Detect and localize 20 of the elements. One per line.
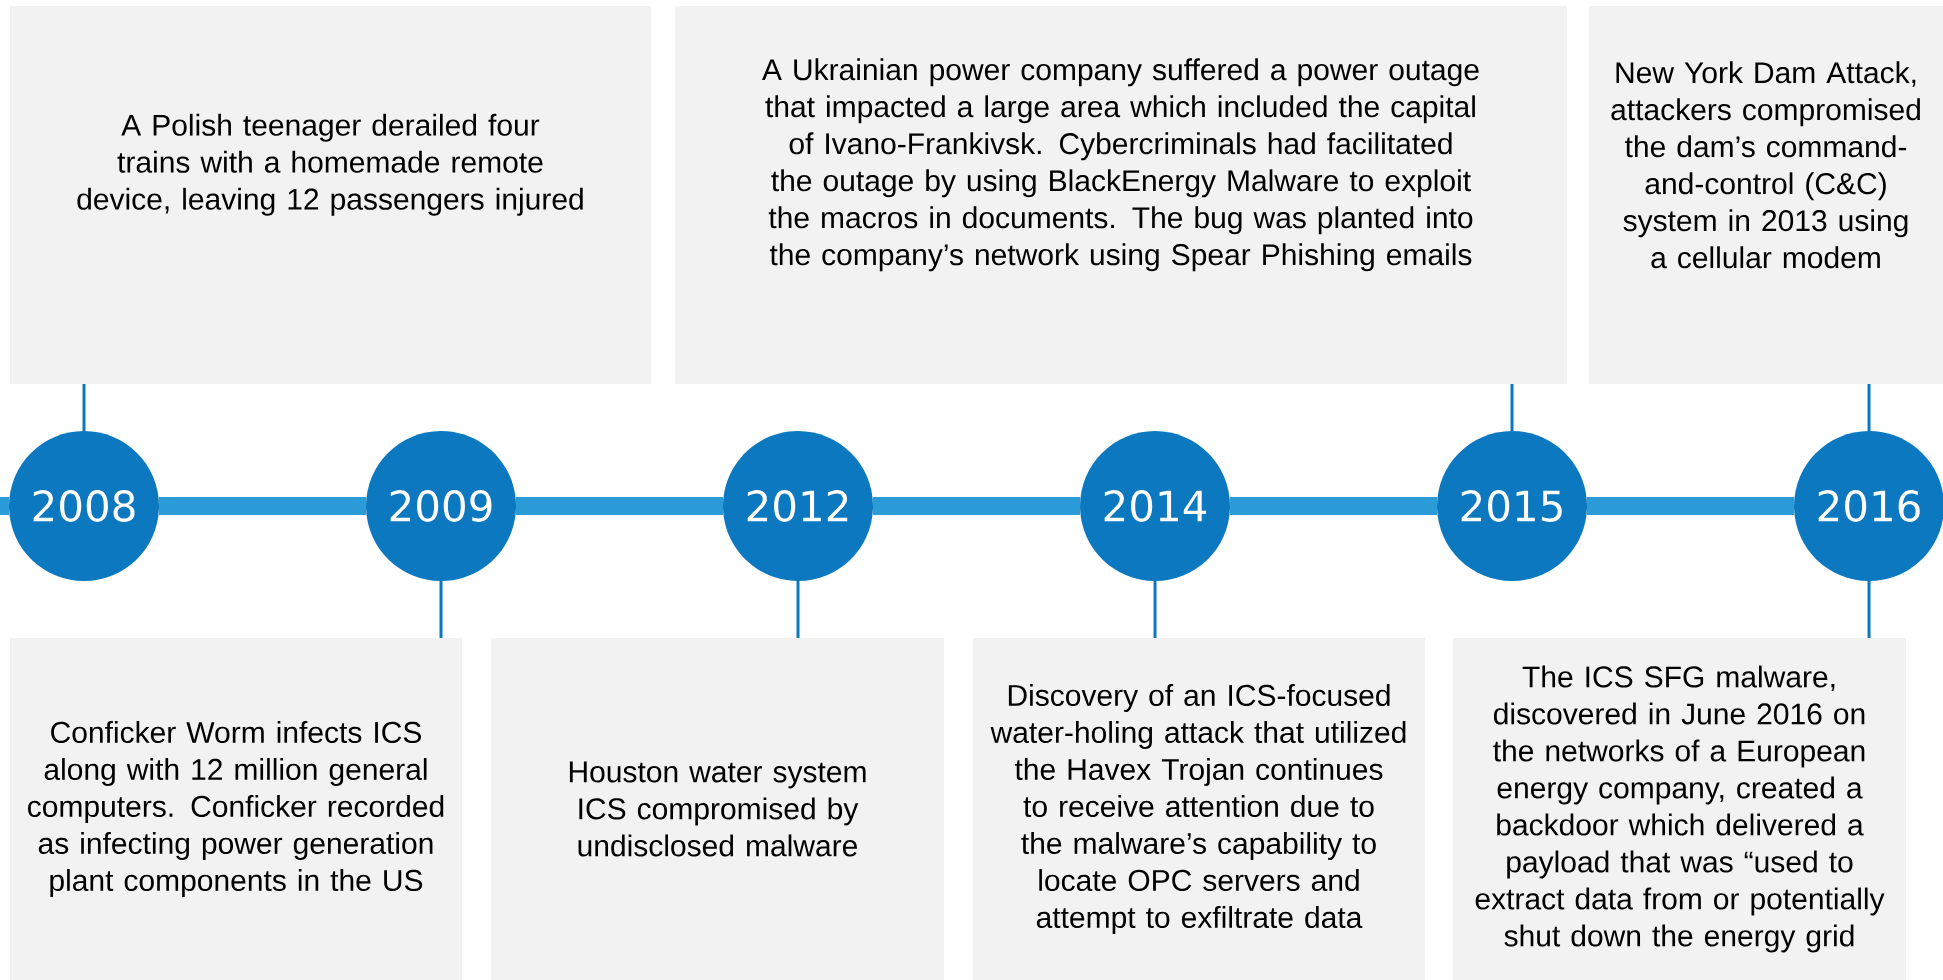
connector-line <box>1867 581 1871 638</box>
event-box: Conficker Worm infects ICS along with 12 million general computers. Conficker recorded as infecting power generation plant components in the US <box>10 638 462 980</box>
event-box: A Polish teenager derailed four trains with a homemade remote device, leaving 12 passengers injured <box>10 6 651 384</box>
timeline-bar <box>159 497 366 515</box>
timeline-bar <box>516 497 723 515</box>
connector-line <box>439 581 443 638</box>
event-box: A Ukrainian power company suffered a power outage that impacted a large area which included the capital of Ivano-Frankivsk. Cybercriminals had facilitated the outage by using BlackEnergy Malware to exploit the macros in documents. The bug was planted into the company’s network using Spear Phishing emails <box>675 6 1567 384</box>
connector-line <box>82 384 86 431</box>
timeline-bar <box>0 497 9 515</box>
connector-line <box>796 581 800 638</box>
timeline-bar <box>1230 497 1437 515</box>
event-box: Houston water system ICS compromised by undisclosed malware <box>491 638 944 980</box>
connector-line <box>1867 384 1871 431</box>
event-box: The ICS SFG malware, discovered in June 2016 on the networks of a European energy company, created a backdoor which delivered a payload that was “used to extract data from or potentially shut down the energy grid <box>1453 638 1906 980</box>
event-box: New York Dam Attack, attackers compromised the dam’s command-and-control (C&C) system in 2013 using a cellular modem <box>1589 6 1943 384</box>
connector-line <box>1510 384 1514 431</box>
timeline-bar <box>1587 497 1794 515</box>
connector-line <box>1153 581 1157 638</box>
timeline-bar <box>873 497 1080 515</box>
event-box: Discovery of an ICS-focused water-holing attack that utilized the Havex Trojan continues to receive attention due to the malware’s capability to locate OPC servers and attempt to exfiltrate data <box>973 638 1425 980</box>
